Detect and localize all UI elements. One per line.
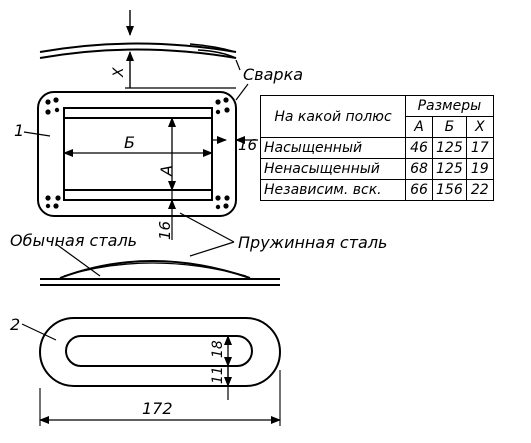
row-a: 68 (405, 158, 433, 180)
dim-b-label: Б (124, 133, 135, 152)
table-row: Насыщенный 46 125 17 (260, 137, 494, 159)
spring-steel-label: Пружинная сталь (238, 233, 387, 252)
row-x: 22 (465, 179, 494, 201)
row-a: 46 (405, 137, 433, 159)
part-1-label: 1 (14, 121, 24, 140)
row-b: 156 (432, 179, 467, 201)
dim-x-label: Х (111, 67, 127, 78)
row-name: Насыщенный (260, 137, 406, 159)
dim-16-right-label: 16 (238, 136, 257, 154)
ordinary-steel-label: Обычная сталь (10, 231, 137, 250)
dimensions-table: На какой полюс Размеры А Б Х Насыщенный … (260, 95, 494, 201)
table-col-x: Х (465, 116, 494, 138)
dim-a-label: А (157, 165, 176, 177)
row-b: 125 (432, 137, 467, 159)
row-name: Ненасыщенный (260, 158, 406, 180)
top-side-view (39, 10, 241, 89)
row-a: 66 (405, 179, 433, 201)
row-x: 19 (465, 158, 494, 180)
strip-side-view (40, 212, 280, 286)
part-1-leader (23, 131, 51, 137)
dim-11-label: 11 (210, 366, 226, 384)
table-col-a: А (405, 116, 433, 138)
dim-16-bottom-label: 16 (156, 221, 174, 240)
row-x: 17 (465, 137, 494, 159)
table-header-dimensions: Размеры (405, 95, 494, 117)
part-2-oval (21, 317, 281, 426)
frame-plan-view (37, 91, 258, 240)
weld-dots (45, 97, 230, 210)
welding-label: Сварка (243, 65, 303, 84)
table-col-b: Б (432, 116, 467, 138)
part-2-label: 2 (10, 315, 20, 334)
row-b: 125 (432, 158, 467, 180)
row-name: Независим. вск. (260, 179, 406, 201)
dim-172-label: 172 (142, 399, 173, 418)
welding-leader (235, 83, 249, 101)
table-row: Ненасыщенный 68 125 19 (260, 158, 494, 180)
dim-18-label: 18 (210, 340, 226, 358)
table-header-pole: На какой полюс (260, 95, 406, 138)
table-row: Независим. вск. 66 156 22 (260, 179, 494, 201)
